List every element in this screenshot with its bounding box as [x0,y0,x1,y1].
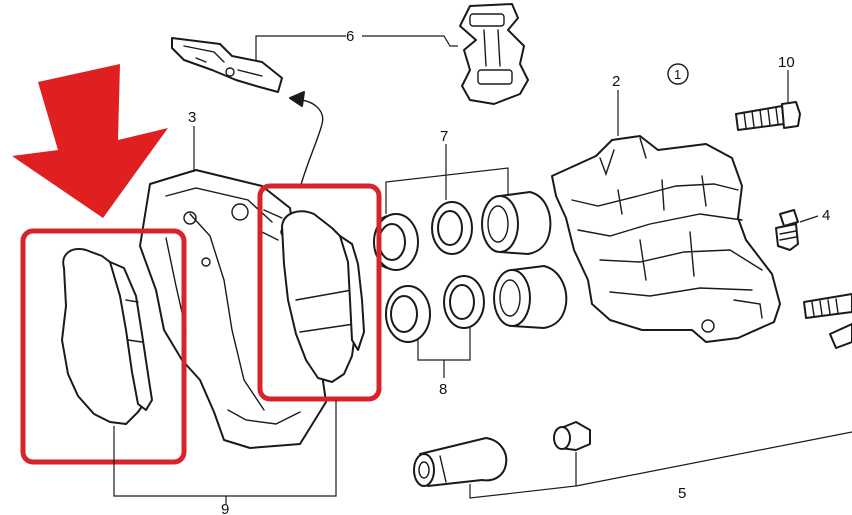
pad-clip-left [171,37,283,93]
leader-8 [417,328,471,378]
label-4: 4 [822,207,830,224]
label-10: 10 [778,54,795,71]
piston-seal-lower [385,285,431,343]
label-3: 3 [188,109,196,126]
brake-pad-outer [61,248,153,425]
dust-boot-lower [443,275,485,329]
view-marker-circle [667,63,689,85]
label-7: 7 [440,128,448,145]
bleeder-screw [775,209,799,251]
highlight-box-inner-pad [257,183,382,402]
brake-pad-inner [261,209,365,383]
leader-4 [799,215,819,223]
red-down-arrow [12,64,168,218]
label-9: 9 [221,501,229,515]
bolt-upper [735,101,801,131]
piston-seal-upper [373,213,419,271]
piston-upper [481,191,552,255]
caliper-housing [551,135,781,343]
leader-5 [469,431,852,499]
leader-6 [255,35,458,60]
dust-boot-upper [431,201,473,255]
bolt-lower [803,293,852,349]
label-5: 5 [678,485,686,502]
pad-clip-right [459,3,529,105]
label-8: 8 [439,381,447,398]
leader-9 [113,400,337,504]
fit-direction-arrowhead [289,91,305,107]
fit-direction-curve [297,99,324,189]
label-2: 2 [612,73,620,90]
highlight-box-outer-pad [20,228,187,465]
label-6: 6 [346,28,354,45]
guide-pin-cap [553,421,591,451]
label-1: 1 [674,67,681,82]
piston-lower [493,265,568,329]
guide-pin [413,437,508,487]
leader-7 [385,144,509,214]
